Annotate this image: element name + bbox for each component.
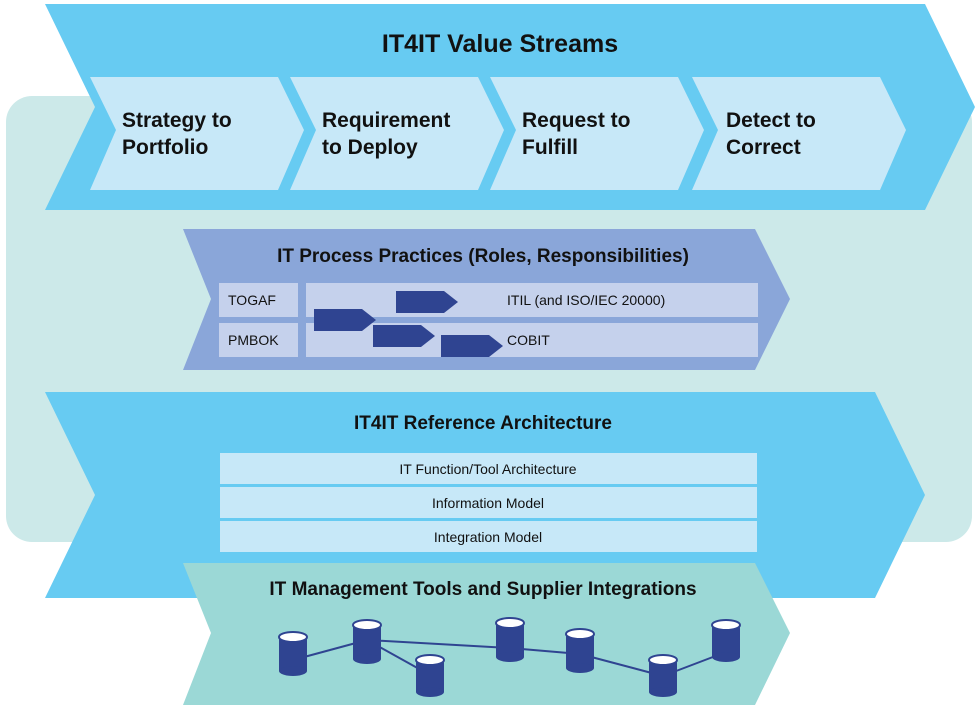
database-icon xyxy=(278,631,308,676)
process-practices-band: IT Process Practices (Roles, Responsibil… xyxy=(183,229,790,370)
process-arrow-icon xyxy=(373,325,435,347)
stream-label-line1: Strategy to xyxy=(122,109,232,132)
tools-band: IT Management Tools and Supplier Integra… xyxy=(183,563,790,705)
stream-label-line2: to Deploy xyxy=(322,136,418,159)
database-icon xyxy=(352,619,382,664)
stream-label-line2: Fulfill xyxy=(522,136,578,159)
network-link xyxy=(366,639,511,649)
layer-box xyxy=(220,453,757,484)
stream-request-to-fulfill: Request to Fulfill xyxy=(490,77,704,190)
tools-title: IT Management Tools and Supplier Integra… xyxy=(269,579,696,600)
value-streams-title: IT4IT Value Streams xyxy=(382,30,618,58)
database-icon xyxy=(495,617,525,662)
process-arrow-icon xyxy=(441,335,503,357)
togaf-box xyxy=(219,283,298,317)
value-streams-band: IT4IT Value Streams Strategy to Portfoli… xyxy=(45,4,975,210)
database-icon xyxy=(711,619,741,662)
stream-chevron xyxy=(692,77,906,190)
process-arrow-icon xyxy=(314,309,376,331)
itil-box xyxy=(306,283,758,317)
cobit-label: COBIT xyxy=(507,332,550,348)
stream-label-line2: Correct xyxy=(726,136,801,159)
stream-detect-to-correct: Detect to Correct xyxy=(692,77,906,190)
stream-label-line1: Requirement xyxy=(322,109,450,132)
database-icon xyxy=(415,654,445,697)
layer-label: Integration Model xyxy=(434,529,542,545)
pmbok-box xyxy=(219,323,298,357)
stream-chevron xyxy=(290,77,504,190)
database-icon xyxy=(565,628,595,673)
itil-label: ITIL (and ISO/IEC 20000) xyxy=(507,292,665,308)
process-practices-title: IT Process Practices (Roles, Responsibil… xyxy=(277,246,689,267)
layer-label: IT Function/Tool Architecture xyxy=(399,461,576,477)
togaf-label: TOGAF xyxy=(228,292,276,308)
stream-label-line2: Portfolio xyxy=(122,136,208,159)
stream-chevron xyxy=(90,77,304,190)
database-icon xyxy=(648,654,678,697)
stream-strategy-to-portfolio: Strategy to Portfolio xyxy=(90,77,304,190)
reference-architecture-band: IT4IT Reference Architecture IT Function… xyxy=(45,392,925,598)
stream-label-line1: Detect to xyxy=(726,109,816,132)
layer-label: Information Model xyxy=(432,495,544,511)
reference-architecture-title: IT4IT Reference Architecture xyxy=(354,413,612,434)
stream-chevron xyxy=(490,77,704,190)
process-arrow-icon xyxy=(396,291,458,313)
stream-requirement-to-deploy: Requirement to Deploy xyxy=(290,77,504,190)
pmbok-label: PMBOK xyxy=(228,332,279,348)
layer-box xyxy=(220,487,757,518)
layer-box xyxy=(220,521,757,552)
stream-label-line1: Request to xyxy=(522,109,631,132)
